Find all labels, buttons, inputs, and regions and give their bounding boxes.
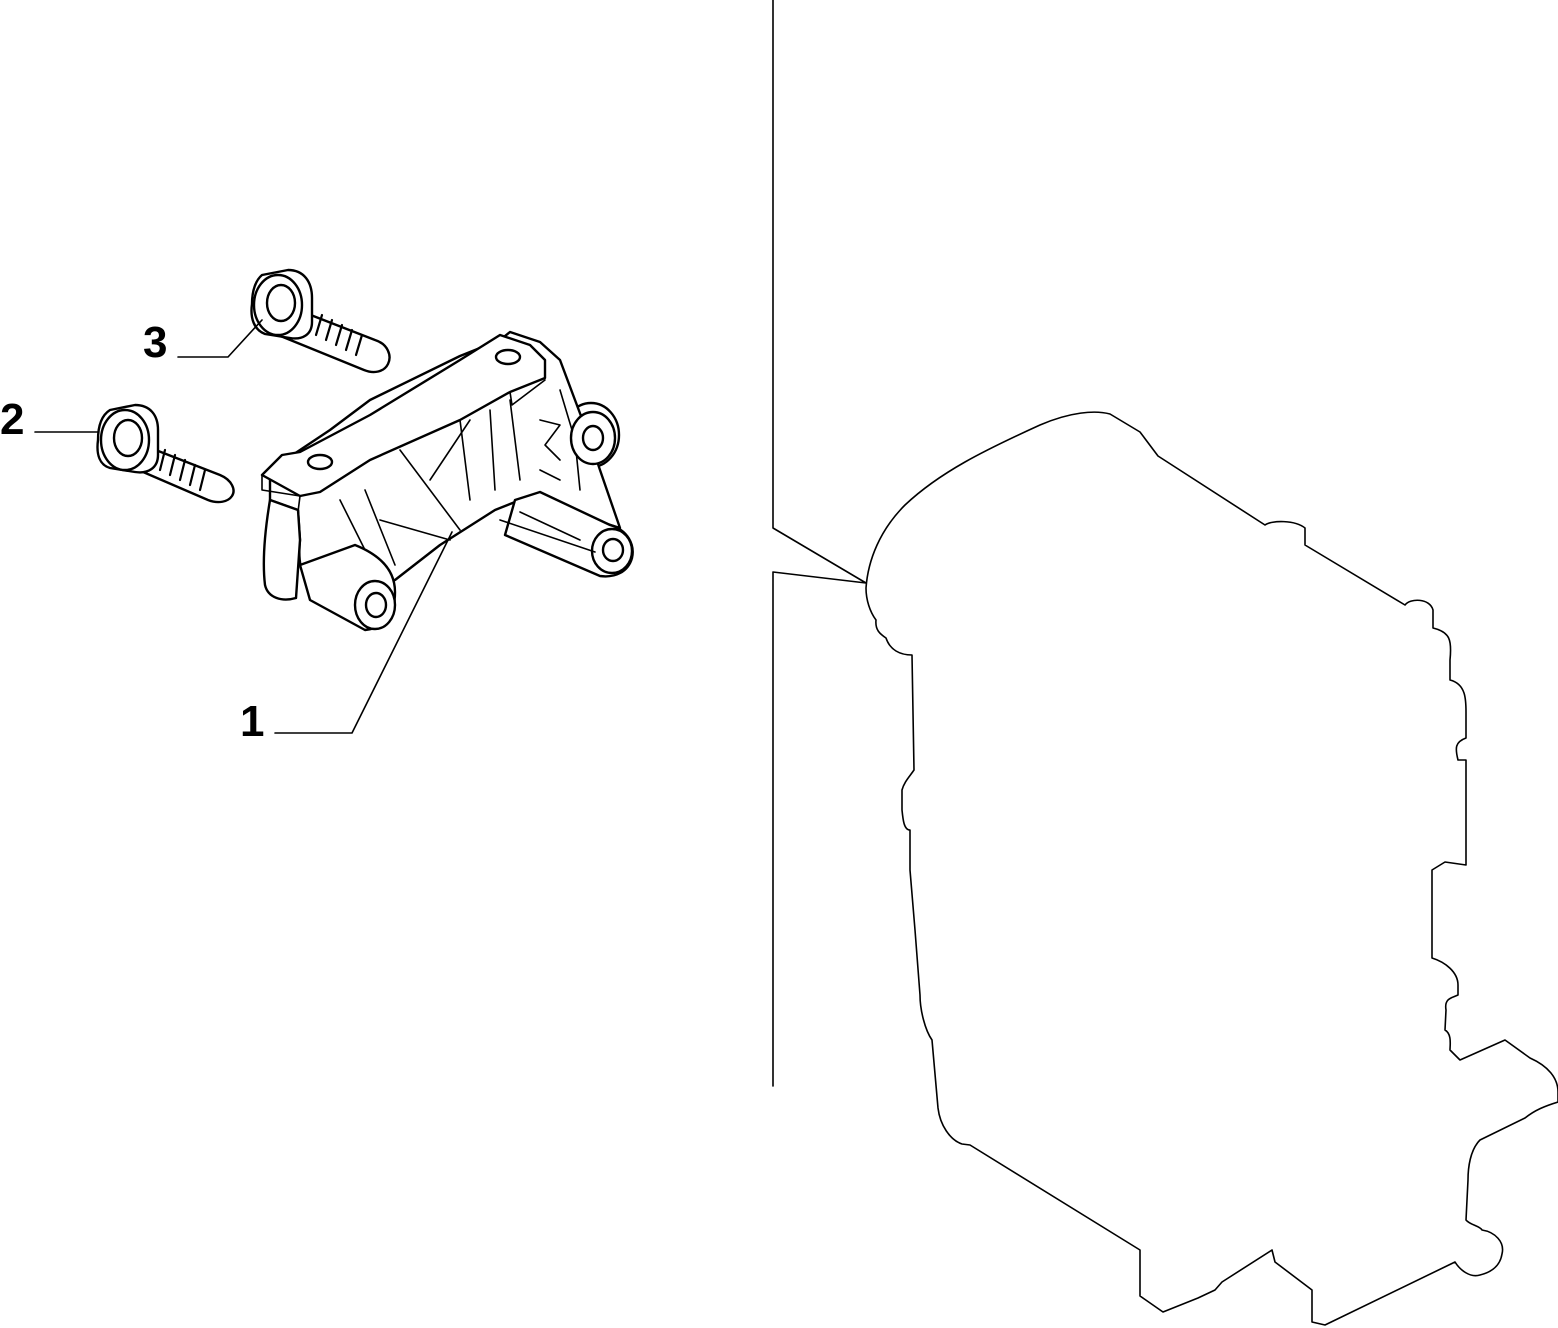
bolt-part-2 bbox=[96, 403, 235, 504]
bolt-part-3 bbox=[250, 268, 391, 374]
leader-line-3 bbox=[177, 319, 263, 358]
engine-outline bbox=[865, 411, 1558, 1326]
callout-1: 1 bbox=[240, 697, 264, 746]
leader-line-1 bbox=[274, 531, 453, 734]
engine-mount-bracket bbox=[260, 330, 634, 632]
callout-2: 2 bbox=[0, 395, 24, 444]
callout-3: 3 bbox=[143, 318, 167, 367]
section-divider-line bbox=[772, 0, 867, 1087]
